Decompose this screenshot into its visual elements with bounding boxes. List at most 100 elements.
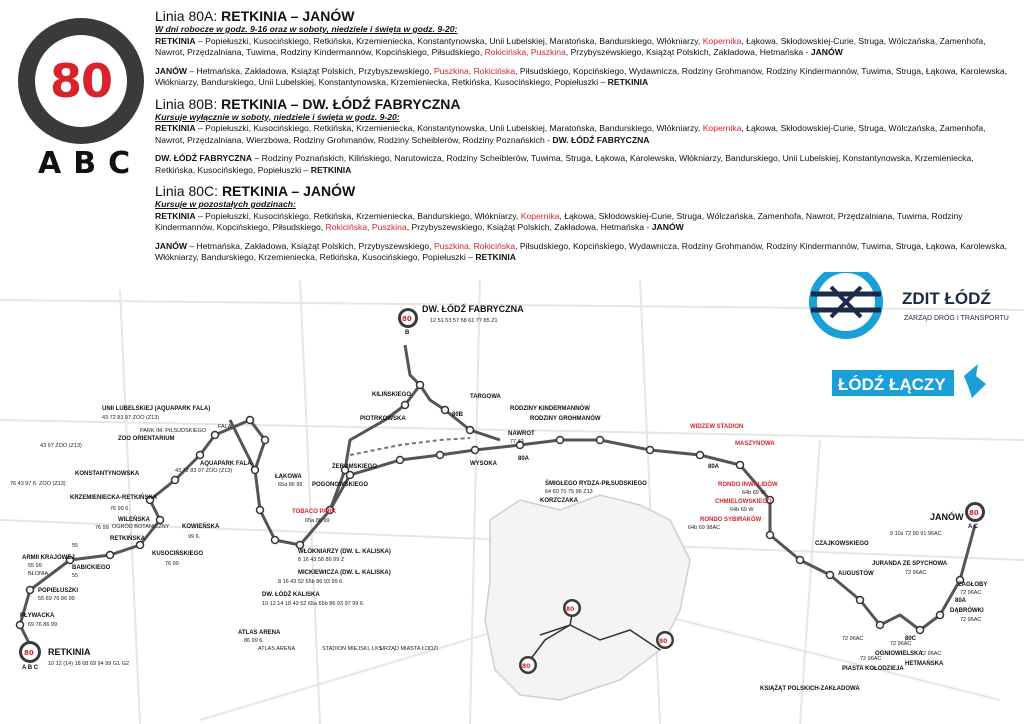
terminal-name: RETKINIA [48,647,91,657]
inset-badges: 80 80 80 [519,599,674,674]
stop-name: DĄBRÓWKI [950,606,984,614]
route-segment: DW. ŁÓDŹ FABRYCZNA [552,134,650,145]
stop-name: CZAJKOWSKIEGO [815,541,869,547]
stop-name: TARGOWA [470,394,502,400]
poi-label: PARK IM. PIŁSUDSKIEGO [140,428,207,434]
stop-lines: 86 99 6. [244,638,264,644]
stop-name: UNII LUBELSKIEJ (AQUAPARK FALA) [102,406,210,412]
terminal-variant: B [405,330,410,336]
route-direction: JANÓW – Hetmańska, Zakładowa, Książąt Po… [155,66,1015,89]
stop-name: ZAGŁOBY [958,582,987,588]
stop-name: PŁYWACKA [20,613,55,619]
terminal-badge-retkinia: 80 RETKINIA A B C [19,641,91,671]
stop-lines: 55 69 76 86 99 [38,596,75,602]
line-title: Linia 80A: RETKINIA – JANÓW [155,8,1015,24]
stop-name: RODZINY GROHMANÓW [530,414,601,422]
stop-name: WIDZEW STADION [690,424,743,430]
route-segment: , Przybyszewskiego, Książąt Polskich, Za… [406,222,652,232]
line-name: RETKINIA – JANÓW [221,8,355,24]
stop-name: RONDO SYBIRAKÓW [700,515,762,523]
route-direction: RETKINIA – Popiełuszki, Kusocińskiego, R… [155,36,1015,59]
poi-label: OGRÓD BOTANICZNY [112,523,170,530]
stop-name: AUGUSTÓW [838,569,874,577]
route-segment: JANÓW [155,65,187,76]
route-segment: RETKINIA [155,35,196,46]
stop-name: ZOO ORIENTARIUM [118,436,175,442]
stop-name: KILIŃSKIEGO [372,390,411,398]
line-title: Linia 80C: RETKINIA – JANÓW [155,183,1015,199]
stop-name: PIOTRKOWSKA [360,416,406,422]
svg-text:ŁÓDŹ ŁĄCZY: ŁÓDŹ ŁĄCZY [838,375,946,394]
stop-lines: 8 16 43 58 86 99 Z [298,557,345,563]
stop-name: KRZEMIENIECKA-RETKIŃSKA [70,493,158,501]
route-segment: – Hetmańska, Zakładowa, Książąt Polskich… [187,240,434,251]
logos: ZDIT ŁÓDŹ ZARZĄD DRÓG I TRANSPORTU ŁÓDŹ … [809,272,1009,398]
route-direction: RETKINIA – Popiełuszki, Kusocińskiego, R… [155,123,1015,146]
lodz-laczy-logo: ŁÓDŹ ŁĄCZY [832,364,986,398]
route-segment: RETKINIA [475,252,516,262]
svg-text:80: 80 [522,663,530,670]
stop-labels: UNII LUBELSKIEJ (AQUAPARK FALA) 43 72 83… [10,318,987,692]
stop-lines: 72 96AC [905,570,926,576]
stop-lines: 72 96AC [860,656,881,662]
route-segment: JANÓW [810,47,843,57]
stop-lines: 72 96AC [842,636,863,642]
segment-label: 80A [518,456,530,462]
stop-name: KORZCZAKA [540,498,579,504]
stop-name: NAWROT [508,431,535,437]
route-segment: Puszkina, Rokicińska [433,240,516,251]
stop-name: KSIĄŻĄT POLSKICH-ZAKŁADOWA [760,685,860,692]
route-direction: DW. ŁÓDŹ FABRYCZNA – Rodziny Poznańskich… [155,153,1015,176]
route-direction: JANÓW – Hetmańska, Zakładowa, Książąt Po… [155,241,1015,264]
route-line-80b [349,437,471,456]
line-note: Kursuje wyłącznie w soboty, niedziele i … [155,111,400,122]
stop-lines: 55 99 [28,563,42,569]
stop-name: ŻEROMSKIEGO [332,463,377,470]
svg-text:80: 80 [402,315,412,323]
route-variants: ABC [38,146,143,181]
stop-name: WYSOKA [470,461,498,467]
route-segment: Puszkina, Rokicińska [433,65,516,76]
stop-lines: 8 16 43 52 65b 86 93 99 6. [278,579,344,585]
svg-text:80: 80 [24,649,34,657]
line-title: Linia 80B: RETKINIA – DW. ŁÓDŹ FABRYCZNA [155,96,1015,112]
segment-label: 80A [955,598,967,604]
stop-lines: 76 99 [95,525,109,531]
line-note: W dni robocze w godz. 9-16 oraz w soboty… [155,24,458,34]
segment-labels: 80B 80A 80A 80C 80A [452,412,967,642]
stop-lines: 64b 69 W [742,490,766,496]
route-segment: JANÓW [155,240,187,251]
lodz-laczy-icon [964,364,986,398]
line-name: RETKINIA – DW. ŁÓDŹ FABRYCZNA [221,95,461,112]
stop-lines: 76 99 [165,561,179,567]
route-segment: RETKINIA [155,210,196,221]
stop-name: ATLAS ARENA [238,630,281,636]
stop-name: PIASTA KOŁODZIEJA [842,666,904,672]
stop-name: OGNIOWIELSKA [875,651,923,657]
route-segment: Rokicińska, Puszkina [484,47,566,57]
route-badge: 80 [18,18,144,144]
terminal-name: JANÓW [930,511,964,522]
route-badge-inner: 80 [35,35,127,127]
stop-name: DW. ŁÓDŹ KALISKA [262,590,320,598]
line-prefix: Linia 80A: [155,8,222,24]
stop-name: RONDO INWALIDÓW [718,480,778,488]
stop-lines: 72 96AC [920,651,941,657]
svg-text:80: 80 [659,638,667,645]
stop-markers [15,380,965,635]
route-segment: Kopernika [702,35,742,46]
line-prefix: Linia 80B: [155,95,222,112]
stop-name: RETKIŃSKA [110,534,146,542]
poi-label: STADION MIEJSKI, LKS [322,646,383,652]
route-segment: , Piłsudskiego, Kopcińskiego, Wydawnicza… [155,240,1008,263]
stop-lines: 55 [72,543,78,549]
route-number: 80 [49,54,113,108]
stop-name: CHMIELOWSKIEGO [715,499,772,505]
stop-name: POGONOWSKIEGO [312,482,368,488]
route-segment: , Łąkowa, Skłodowskiej-Curie, Struga, Wó… [155,210,963,233]
stop-lines: 43 97 ZOO (Z13) [40,443,82,449]
terminal-variant: A C [968,524,979,530]
stop-name: MASZYNOWA [735,441,775,447]
